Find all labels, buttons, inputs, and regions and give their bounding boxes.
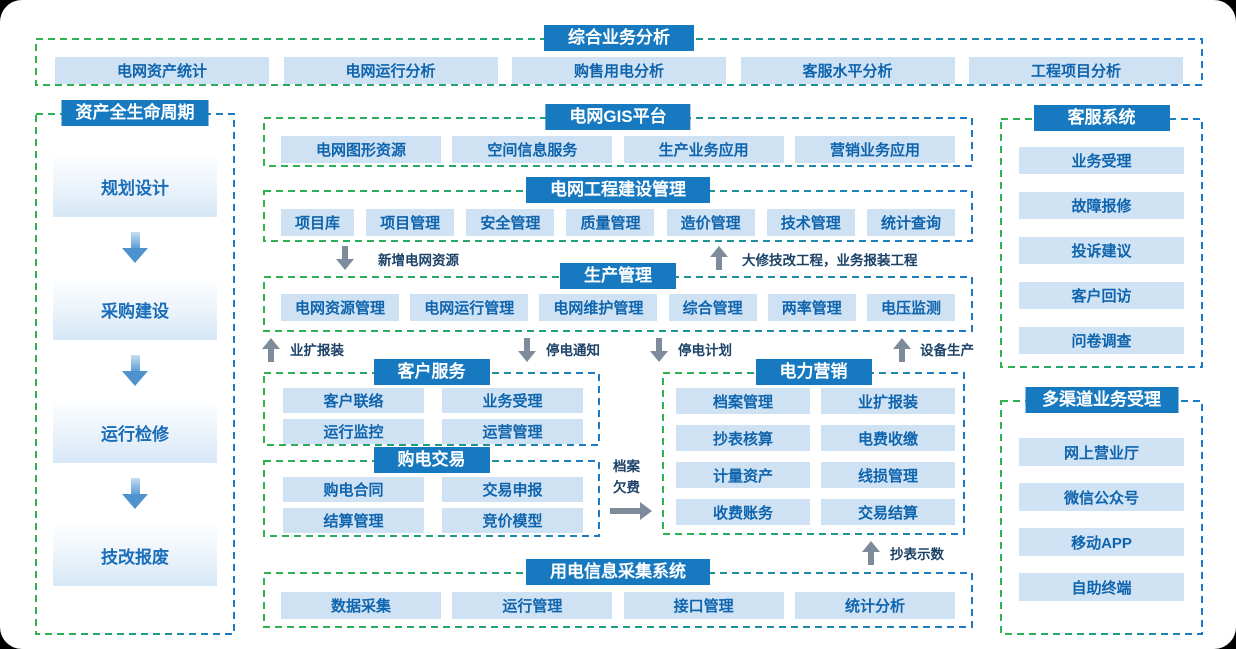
production-module-chip: 电网维护管理 — [539, 294, 658, 321]
cs-system-module-chip: 业务受理 — [1019, 147, 1184, 174]
panel-title-grid-construction: 电网工程建设管理 — [526, 177, 710, 203]
panel-power-marketing: 电力营销 档案管理 业扩报装 抄表核算 电费收缴 计量资产 线损管理 收费账务 … — [662, 359, 965, 535]
lifecycle-stage: 规划设计 — [53, 155, 217, 217]
purchase-module-chip: 竞价模型 — [442, 508, 583, 533]
marketing-module-chip: 计量资产 — [676, 462, 810, 488]
customer-service-module-chip: 业务受理 — [442, 388, 583, 413]
panel-comprehensive-analysis: 综合业务分析 电网资产统计 电网运行分析 购售用电分析 客服水平分析 工程项目分… — [35, 25, 1203, 86]
production-module-chip: 综合管理 — [668, 294, 757, 321]
lifecycle-stage: 技改报废 — [53, 524, 217, 586]
arrow-down-icon — [122, 478, 148, 509]
flow-label-overhaul-projects: 大修技改工程，业务报装工程 — [742, 253, 918, 268]
panel-multi-channel: 多渠道业务受理 网上营业厅 微信公众号 移动APP 自助终端 — [1000, 387, 1203, 635]
cs-system-module-chip: 问卷调查 — [1019, 327, 1184, 354]
marketing-module-chip: 线损管理 — [821, 462, 955, 488]
flow-arrow-down-icon — [650, 338, 668, 362]
panel-title-grid-gis: 电网GIS平台 — [545, 104, 691, 130]
analysis-module-chip: 电网运行分析 — [283, 57, 498, 84]
analysis-module-chip: 购售用电分析 — [512, 57, 726, 84]
lifecycle-stage: 采购建设 — [53, 278, 217, 340]
marketing-module-chip: 交易结算 — [821, 499, 955, 525]
construction-module-chip: 项目管理 — [366, 209, 455, 236]
flow-label-new-grid-resource: 新增电网资源 — [378, 253, 459, 268]
cs-system-module-chip: 故障报修 — [1019, 192, 1184, 219]
cs-system-module-chip: 投诉建议 — [1019, 237, 1184, 264]
panel-title-multi-channel: 多渠道业务受理 — [1025, 387, 1178, 413]
panel-title-cs-system: 客服系统 — [1033, 105, 1170, 131]
panel-customer-service: 客户服务 客户联络 业务受理 运行监控 运营管理 — [263, 359, 600, 446]
channel-module-chip: 网上营业厅 — [1019, 438, 1184, 466]
panel-title-asset-lifecycle: 资产全生命周期 — [61, 100, 209, 126]
marketing-module-chip: 电费收缴 — [821, 425, 955, 451]
purchase-module-chip: 购电合同 — [283, 477, 424, 502]
panel-grid-gis: 电网GIS平台 电网图形资源 空间信息服务 生产业务应用 营销业务应用 — [263, 104, 973, 167]
panel-title-power-purchase: 购电交易 — [373, 447, 490, 473]
flow-label-outage-notice: 停电通知 — [546, 343, 600, 358]
flow-arrow-down-icon — [518, 338, 536, 362]
channel-module-chip: 自助终端 — [1019, 573, 1184, 601]
analysis-module-chip: 工程项目分析 — [969, 57, 1183, 84]
lifecycle-stage: 运行检修 — [53, 401, 217, 463]
production-module-chip: 电压监测 — [866, 294, 955, 321]
purchase-module-chip: 交易申报 — [442, 477, 583, 502]
flow-arrow-up-icon — [893, 338, 911, 362]
analysis-module-chip: 电网资产统计 — [55, 57, 269, 84]
panel-title-power-marketing: 电力营销 — [755, 359, 872, 385]
arrow-down-icon — [122, 355, 148, 386]
flow-label-equipment-production: 设备生产 — [920, 343, 974, 358]
construction-module-chip: 安全管理 — [466, 209, 555, 236]
panel-title-customer-service: 客户服务 — [373, 359, 490, 385]
channel-module-chip: 移动APP — [1019, 528, 1184, 556]
flow-arrow-down-icon — [336, 246, 354, 270]
construction-module-chip: 统计查询 — [866, 209, 955, 236]
panel-cs-system: 客服系统 业务受理 故障报修 投诉建议 客户回访 问卷调查 — [1000, 105, 1203, 368]
gis-module-chip: 营销业务应用 — [794, 136, 955, 163]
flow-arrow-right-icon — [610, 502, 652, 520]
flow-label-outage-plan: 停电计划 — [678, 343, 732, 358]
flow-label-meter-reading: 抄表示数 — [890, 547, 944, 562]
flow-arrow-up-icon — [862, 541, 880, 565]
gis-module-chip: 生产业务应用 — [623, 136, 784, 163]
collection-module-chip: 数据采集 — [281, 592, 441, 619]
construction-module-chip: 项目库 — [281, 209, 355, 236]
panel-power-purchase: 购电交易 购电合同 交易申报 结算管理 竞价模型 — [263, 447, 600, 537]
customer-service-module-chip: 客户联络 — [283, 388, 424, 413]
cs-system-module-chip: 客户回访 — [1019, 282, 1184, 309]
production-module-chip: 电网资源管理 — [281, 294, 400, 321]
construction-module-chip: 技术管理 — [766, 209, 855, 236]
analysis-module-chip: 客服水平分析 — [740, 57, 955, 84]
flow-label-expand-install: 业扩报装 — [290, 343, 344, 358]
panel-title-production: 生产管理 — [560, 263, 676, 289]
panel-title-power-info-collection: 用电信息采集系统 — [526, 559, 710, 585]
marketing-module-chip: 业扩报装 — [821, 388, 955, 414]
flow-arrow-up-icon — [710, 246, 728, 270]
panel-asset-lifecycle: 资产全生命周期 规划设计 采购建设 运行检修 技改报废 — [35, 100, 235, 635]
gis-module-chip: 空间信息服务 — [452, 136, 613, 163]
flow-arrow-up-icon — [262, 338, 280, 362]
gis-module-chip: 电网图形资源 — [281, 136, 441, 163]
panel-power-info-collection: 用电信息采集系统 数据采集 运行管理 接口管理 统计分析 — [263, 559, 973, 628]
collection-module-chip: 统计分析 — [794, 592, 955, 619]
channel-module-chip: 微信公众号 — [1019, 483, 1184, 511]
marketing-module-chip: 抄表核算 — [676, 425, 810, 451]
marketing-module-chip: 收费账务 — [676, 499, 810, 525]
arrow-down-icon — [122, 232, 148, 263]
customer-service-module-chip: 运营管理 — [442, 419, 583, 444]
production-module-chip: 电网运行管理 — [410, 294, 529, 321]
collection-module-chip: 接口管理 — [623, 592, 784, 619]
purchase-module-chip: 结算管理 — [283, 508, 424, 533]
panel-title-comprehensive-analysis: 综合业务分析 — [544, 25, 694, 51]
panel-grid-construction: 电网工程建设管理 项目库 项目管理 安全管理 质量管理 造价管理 技术管理 统计… — [263, 177, 973, 242]
collection-module-chip: 运行管理 — [452, 592, 613, 619]
construction-module-chip: 质量管理 — [566, 209, 655, 236]
customer-service-module-chip: 运行监控 — [283, 419, 424, 444]
panel-production: 生产管理 电网资源管理 电网运行管理 电网维护管理 综合管理 两率管理 电压监测 — [263, 263, 973, 332]
flow-label-archive-arrears: 档案 欠费 — [613, 459, 640, 495]
production-module-chip: 两率管理 — [767, 294, 856, 321]
construction-module-chip: 造价管理 — [666, 209, 755, 236]
marketing-module-chip: 档案管理 — [676, 388, 810, 414]
